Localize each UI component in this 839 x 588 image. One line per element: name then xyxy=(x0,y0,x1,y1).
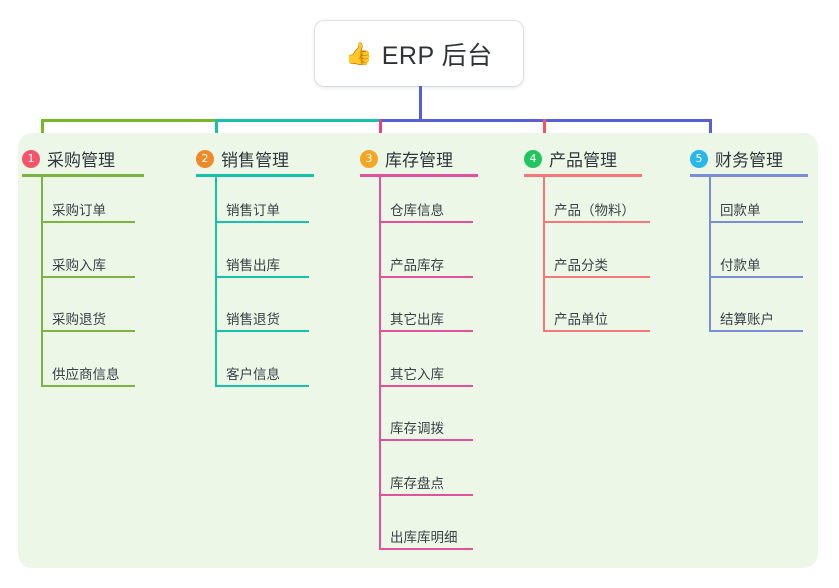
column-drop-line-3 xyxy=(379,119,382,143)
column-number-badge: 2 xyxy=(196,149,214,168)
bus-segment-1 xyxy=(41,119,218,122)
leaf-item-label: 采购入库 xyxy=(52,257,106,273)
leaf-item-underline xyxy=(215,384,309,387)
column-drop-line-1 xyxy=(41,119,44,143)
column-underline xyxy=(22,174,144,177)
thumbs-up-icon: 👍 xyxy=(345,40,373,66)
column-drop-line-5 xyxy=(709,119,712,143)
leaf-item-label: 客户信息 xyxy=(226,366,280,382)
leaf-item-underline xyxy=(379,493,473,496)
leaf-item-underline xyxy=(41,275,135,278)
column-underline xyxy=(690,174,808,177)
root-node[interactable]: 👍 ERP 后台 xyxy=(315,21,523,86)
bus-segment-2 xyxy=(215,119,382,122)
leaf-item-label: 出库库明细 xyxy=(390,530,458,545)
leaf-item-label: 付款单 xyxy=(720,257,761,273)
column-drop-line-4 xyxy=(543,119,546,143)
leaf-item-label: 供应商信息 xyxy=(52,366,120,382)
leaf-item-underline xyxy=(41,384,135,387)
content-panel xyxy=(18,133,818,568)
column-number-badge: 1 xyxy=(22,149,40,168)
column-title: 财务管理 xyxy=(715,151,783,170)
column-title: 库存管理 xyxy=(385,151,453,170)
column-underline xyxy=(196,174,314,177)
column-title: 采购管理 xyxy=(47,151,115,170)
column-header-1[interactable]: 1 采购管理 xyxy=(22,146,115,171)
column-title: 产品管理 xyxy=(549,151,617,170)
leaf-item-underline xyxy=(379,330,473,332)
leaf-item-underline xyxy=(215,221,309,223)
column-header-4[interactable]: 4 产品管理 xyxy=(524,146,617,171)
column-underline xyxy=(360,174,478,177)
column-header-2[interactable]: 2 销售管理 xyxy=(196,146,289,171)
leaf-item-label: 其它出库 xyxy=(390,312,444,327)
leaf-item-underline xyxy=(709,330,803,332)
leaf-item-label: 库存盘点 xyxy=(390,475,444,491)
leaf-item-underline xyxy=(379,221,473,223)
column-spine xyxy=(379,174,381,550)
column-underline xyxy=(524,174,642,177)
column-header-5[interactable]: 5 财务管理 xyxy=(690,146,783,171)
leaf-item-label: 库存调拨 xyxy=(390,421,444,436)
column-header-3[interactable]: 3 库存管理 xyxy=(360,146,453,171)
leaf-item-label: 销售订单 xyxy=(226,203,280,218)
leaf-item-underline xyxy=(379,548,473,550)
column-spine xyxy=(543,174,545,332)
leaf-item-label: 销售出库 xyxy=(226,257,280,273)
leaf-item-label: 产品（物料） xyxy=(554,203,635,218)
leaf-item-label: 产品分类 xyxy=(554,257,608,273)
leaf-item-label: 采购退货 xyxy=(52,312,106,327)
leaf-item-underline xyxy=(379,384,473,387)
column-number-badge: 4 xyxy=(524,149,542,168)
leaf-item-underline xyxy=(41,221,135,223)
leaf-item-label: 产品库存 xyxy=(390,257,444,273)
root-node-label: ERP 后台 xyxy=(381,41,493,70)
leaf-item-underline xyxy=(215,275,309,278)
leaf-item-label: 采购订单 xyxy=(52,203,106,218)
leaf-item-underline xyxy=(379,275,473,278)
leaf-item-underline xyxy=(709,221,803,223)
leaf-item-label: 其它入库 xyxy=(390,366,444,382)
column-title: 销售管理 xyxy=(221,151,289,170)
root-stem-line xyxy=(419,86,422,122)
leaf-item-label: 产品单位 xyxy=(554,312,608,327)
column-drop-line-2 xyxy=(215,119,218,143)
leaf-item-underline xyxy=(379,439,473,441)
leaf-item-underline xyxy=(543,221,650,223)
leaf-item-underline xyxy=(543,275,650,278)
column-spine xyxy=(41,174,43,387)
column-number-badge: 3 xyxy=(360,149,378,168)
column-spine xyxy=(215,174,217,387)
leaf-item-underline xyxy=(709,275,803,278)
leaf-item-underline xyxy=(41,330,135,332)
leaf-item-label: 结算账户 xyxy=(720,312,774,327)
leaf-item-underline xyxy=(543,330,650,332)
column-spine xyxy=(709,174,711,332)
leaf-item-label: 销售退货 xyxy=(226,312,280,327)
column-number-badge: 5 xyxy=(690,149,708,168)
leaf-item-label: 回款单 xyxy=(720,203,761,218)
leaf-item-label: 仓库信息 xyxy=(390,203,444,218)
leaf-item-underline xyxy=(215,330,309,332)
